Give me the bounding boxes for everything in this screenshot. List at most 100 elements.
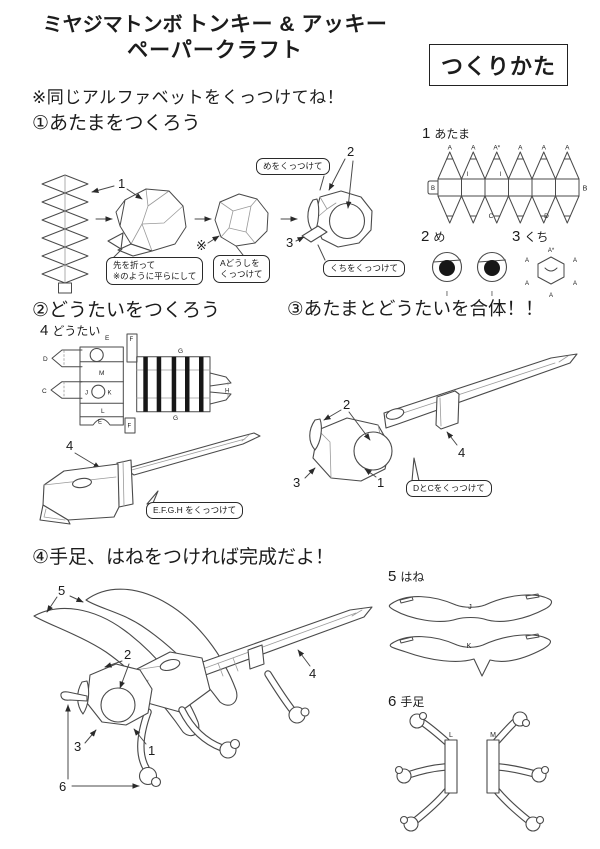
svg-text:A: A [471,145,476,152]
limb-piece-m: M [486,711,550,832]
svg-text:A*: A* [493,145,500,152]
limbs-template: L M [394,711,550,832]
svg-text:I: I [491,291,493,298]
eye-circle [100,687,136,723]
accordion-strip [41,174,89,294]
eye-right: I [476,251,508,298]
svg-text:E: E [105,335,110,342]
svg-text:A*: A* [548,248,555,254]
wings-template: J K [388,593,553,677]
svg-text:C: C [42,388,47,395]
head-template: A A A* A A A B B I I C D [427,145,588,224]
step1-heading: ①あたまをつくろう [32,113,201,134]
wing-k: K [389,633,552,677]
limb-piece-l: L [394,711,458,832]
part2-name: め [433,230,446,244]
svg-text:M: M [490,732,496,739]
head-folding-diagram: 1 ※ 2 [41,144,373,294]
antenna-piece [60,691,88,702]
head-body-combined-figure: 2 3 1 4 [293,353,578,490]
foot-thumb [229,738,241,750]
step3-heading: ③あたまとどうたいを合体！！ [287,298,544,319]
title-model-name: ミヤジマトンボ [42,14,183,36]
part4-number: 4 [40,322,49,339]
head-template-letters: A A A* A A A B B I I C D [431,145,588,221]
mouth-hexagon [537,256,565,285]
marker-4: 4 [458,445,465,460]
part5-number: 5 [388,568,397,585]
svg-text:L: L [101,408,105,415]
svg-text:F: F [128,424,132,430]
foot-thumb [300,707,310,717]
body-hole [385,408,405,420]
svg-text:A: A [565,145,570,152]
marker-2: 2 [343,397,350,412]
head-template-outline [427,151,580,224]
svg-text:E: E [98,420,102,426]
marker-3: 3 [286,235,293,250]
marker-3: 3 [293,475,300,490]
eyes-template: I I [431,251,508,298]
tail-clasp [247,644,265,670]
tail [383,353,578,429]
svg-text:1: 1 [118,176,125,191]
markers-group: 2 3 1 4 [293,397,465,490]
callout-attach-a: Aどうしを くっつけて [213,255,270,284]
callout-attach-efgh: E.F.G.H をくっつけて [146,502,244,520]
svg-text:K: K [108,391,112,397]
svg-text:A: A [525,281,529,287]
clasp-strip [435,390,460,430]
svg-text:C: C [489,213,494,220]
alphabet-note: ※同じアルファベットをくっつけてね！ [32,88,345,107]
wing-j: J [388,593,553,622]
body-template-stripes [143,356,204,412]
svg-text:I: I [467,172,469,178]
eye-circle [353,431,393,471]
part2-number: 2 [421,228,430,245]
svg-text:D: D [544,213,549,220]
eye-left: I [431,251,463,298]
svg-text:A: A [573,281,577,287]
svg-text:D: D [43,356,48,363]
svg-text:A: A [573,258,577,264]
assembled-body-figure: 4 [39,432,261,525]
svg-text:A: A [542,145,547,152]
mouth-piece [301,225,328,243]
svg-text:G: G [178,348,183,355]
finished-head-figure: 2 3 [111,144,373,261]
body-hole [159,658,181,672]
part1-number: 1 [422,125,431,142]
part4-name: どうたい [52,324,101,338]
svg-text:M: M [99,370,104,377]
svg-text:L: L [449,732,453,739]
markers-group: 5 2 3 1 4 6 [46,583,316,794]
body-template-outline [50,333,232,434]
svg-text:A: A [525,258,529,264]
mouth-letters: A* A A A A A [525,248,577,299]
step1-marker-1: 1 [91,176,143,200]
mouth-smile [544,267,558,272]
marker-2: 2 [347,144,354,159]
part6-number: 6 [388,693,397,710]
svg-text:I: I [446,291,448,298]
finished-dragonfly-figure: 5 2 3 1 4 6 [33,583,373,794]
svg-text:A: A [448,145,453,152]
eye-patch [309,418,322,451]
svg-text:B: B [583,186,588,193]
svg-text:J: J [85,391,88,397]
marker-1: 1 [148,743,155,758]
callout-attach-dc: DとCをくっつけて [406,480,492,498]
marker-3: 3 [74,739,81,754]
svg-text:I: I [500,172,502,178]
svg-text:F: F [130,337,134,343]
marker-5: 5 [58,583,65,598]
part6-name: 手足 [400,695,425,709]
page-title: ミヤジマトンボ トンキー & アッキー ペーパークラフト [0,12,430,65]
